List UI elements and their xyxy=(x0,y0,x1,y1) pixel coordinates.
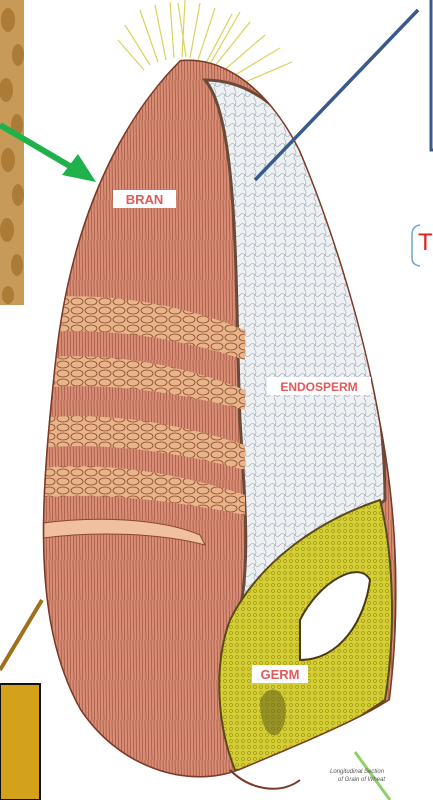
label-germ: GERM xyxy=(252,665,308,683)
label-endosperm-text: ENDOSPERM xyxy=(280,380,357,394)
background-photo-left xyxy=(0,0,24,305)
gold-box xyxy=(0,684,40,800)
endosperm-pointer-line xyxy=(255,10,418,180)
caption-line2: of Grain of Wheat xyxy=(338,777,385,783)
label-germ-text: GERM xyxy=(261,667,300,682)
label-bran: BRAN xyxy=(113,190,176,208)
caption-line1: Longitudinal Section xyxy=(330,769,385,775)
bran-arrow-head xyxy=(62,154,96,182)
red-partial-text: T xyxy=(418,229,433,256)
germ-pointer-line xyxy=(355,752,390,800)
grain-tail xyxy=(230,770,300,789)
brown-pointer-line xyxy=(0,600,42,670)
label-endosperm: ENDOSPERM xyxy=(267,377,371,395)
label-bran-text: BRAN xyxy=(126,192,164,207)
